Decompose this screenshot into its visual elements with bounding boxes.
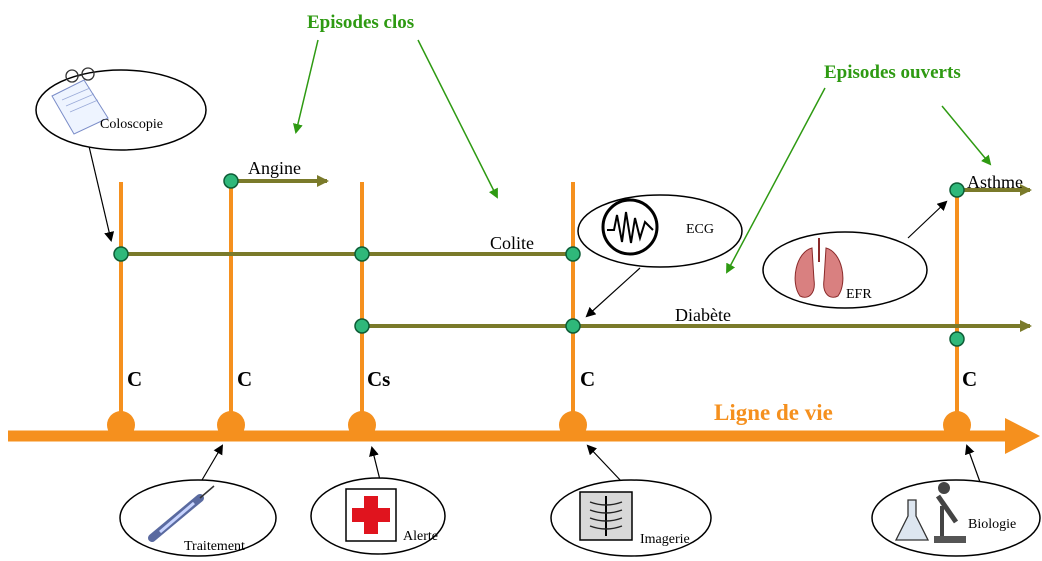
doc-label-traitement: Traitement: [184, 539, 245, 554]
episode-label-diabete: Diabète: [675, 305, 731, 325]
episode-nodes: [113, 173, 965, 347]
contact-label-5: C: [962, 367, 977, 391]
episode-label-colite: Colite: [490, 233, 534, 253]
notepad-glasses-icon: [51, 67, 109, 135]
doc-bubble-biologie: Biologie: [871, 479, 1041, 557]
doc-bubble-efr: EFR: [762, 231, 928, 309]
lungs-icon: [794, 238, 844, 298]
contact-label-3: Cs: [367, 367, 390, 391]
contact-lines: [119, 182, 959, 420]
doc-bubble-coloscopie: Coloscopie: [35, 67, 207, 151]
header-arrows: [292, 39, 992, 274]
lifeline: [8, 411, 1040, 454]
contact-label-1: C: [127, 367, 142, 391]
header-episodes-clos: Episodes clos: [307, 12, 414, 33]
episode-lines: [121, 175, 1032, 332]
ecg-wave-icon: [601, 198, 659, 256]
doc-bubble-alerte: Alerte: [310, 477, 446, 555]
contact-label-2: C: [237, 367, 252, 391]
doc-label-alerte: Alerte: [403, 529, 438, 544]
doc-label-coloscopie: Coloscopie: [100, 117, 163, 132]
header-episodes-ouverts: Episodes ouverts: [824, 62, 961, 83]
lifeline-label: Ligne de vie: [714, 400, 833, 425]
doc-label-biologie: Biologie: [968, 517, 1016, 532]
doc-bubble-traitement: Traitement: [119, 479, 277, 557]
contact-label-4: C: [580, 367, 595, 391]
doc-bubble-ecg: ECG: [577, 194, 743, 268]
doc-bubble-imagerie: Imagerie: [550, 479, 712, 557]
red-cross-icon: [345, 488, 397, 542]
doc-label-efr: EFR: [846, 287, 872, 302]
doc-label-ecg: ECG: [686, 222, 714, 237]
doc-connector-arrows: [87, 141, 981, 483]
syringe-icon: [148, 485, 215, 542]
doc-label-imagerie: Imagerie: [640, 532, 690, 547]
episode-label-angine: Angine: [248, 158, 301, 178]
microscope-flask-icon: [894, 482, 966, 543]
xray-icon: [579, 491, 633, 541]
episode-label-asthme: Asthme: [967, 172, 1023, 192]
